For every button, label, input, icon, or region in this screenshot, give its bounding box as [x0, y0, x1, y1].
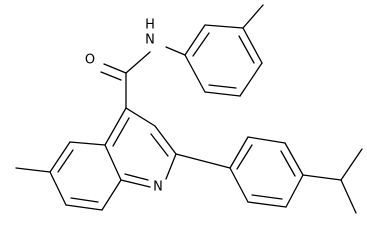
bond-aryl-isopropyl [302, 174, 342, 181]
bond-c5-c6 [49, 141, 71, 173]
bond-c4a-c4-inner [112, 117, 130, 147]
bond-c8a-c4a [104, 144, 122, 181]
bond-tolyl-6-1 [184, 54, 206, 93]
bond-aryl-6-1 [229, 167, 249, 203]
carboxamide-group [100, 46, 186, 109]
bond-tolyl-4-5 [239, 62, 263, 97]
bond-carbonyl-nitrogen [125, 51, 151, 74]
bond-aryl-5-6 [247, 201, 287, 208]
atom-amide-oxygen: O [85, 53, 95, 68]
benzo-ring [15, 141, 122, 211]
bond-tolyl-3-4 [242, 27, 263, 64]
atom-labels: O N H N [85, 18, 163, 195]
bond-c3-c2-inner [150, 133, 169, 157]
bond-c4-c3 [125, 107, 156, 127]
bond-c2-aryl [175, 153, 231, 169]
bond-c6-c7 [49, 171, 67, 206]
m-tolyl-ring [184, 4, 264, 97]
bond-c4a-c5 [69, 141, 106, 146]
bond-tolyl-1-2-inner [192, 32, 210, 57]
bond-carbonyl-oxygen [103, 63, 127, 74]
bond-aryl-4-5 [285, 174, 304, 208]
bond-carbonyl-oxygen-inner [100, 71, 122, 81]
bond-c2-n1 [165, 153, 177, 180]
bond-c7-c8 [65, 204, 103, 211]
bond-c6-methyl [15, 167, 51, 173]
bond-tolyl-5-6 [204, 91, 241, 97]
quinoline-core [104, 107, 177, 188]
bond-c3-c2 [154, 125, 177, 155]
bond-aryl-3-4-inner [280, 150, 296, 177]
bond-aryl-2-3 [247, 136, 286, 144]
atom-quinoline-nitrogen: N [153, 180, 163, 195]
atom-amide-nitrogen: N [145, 33, 155, 48]
bond-c4a-c4 [104, 107, 127, 146]
bond-aryl-3-4 [284, 142, 304, 176]
bond-c7-c8-inner [70, 197, 99, 203]
bond-aryl-5-6-inner [251, 194, 283, 200]
bond-n1-c8a-inner [124, 173, 149, 181]
bond-tolyl-5-6-inner [208, 84, 237, 89]
bond-tolyl-2-3 [204, 24, 244, 29]
bond-isopropyl-methyl-a [340, 148, 363, 181]
bond-aryl-1-2 [229, 136, 249, 169]
bond-c5-c6-inner [57, 149, 74, 173]
bond-c8-c8a [101, 179, 122, 211]
bond-tolyl-1-2 [184, 24, 206, 56]
atom-amide-hydrogen: H [145, 18, 155, 33]
bond-aryl-1-2-inner [236, 144, 253, 170]
bond-tolyl-3-4-inner [238, 35, 255, 64]
bond-nitrogen-aryl [165, 46, 186, 56]
bond-n1-c8a [120, 179, 151, 188]
bond-tolyl-methyl [242, 4, 264, 29]
isopropylphenyl-ring [175, 136, 363, 214]
bond-isopropyl-methyl-b [340, 179, 357, 214]
